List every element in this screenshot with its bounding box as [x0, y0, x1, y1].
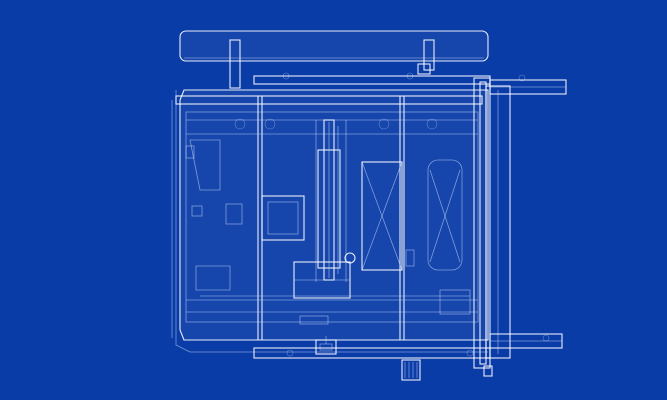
rip-fence-icon	[473, 77, 511, 369]
table-top	[171, 89, 489, 353]
bottom-fence-rail	[253, 333, 563, 359]
lower-mechanism	[195, 118, 471, 325]
motor-housing	[185, 139, 351, 299]
crank-wheel-icon	[401, 359, 493, 381]
miter-gauge-icon	[315, 336, 337, 355]
top-extension-wing	[179, 30, 489, 89]
cabinet-brace	[361, 159, 463, 271]
